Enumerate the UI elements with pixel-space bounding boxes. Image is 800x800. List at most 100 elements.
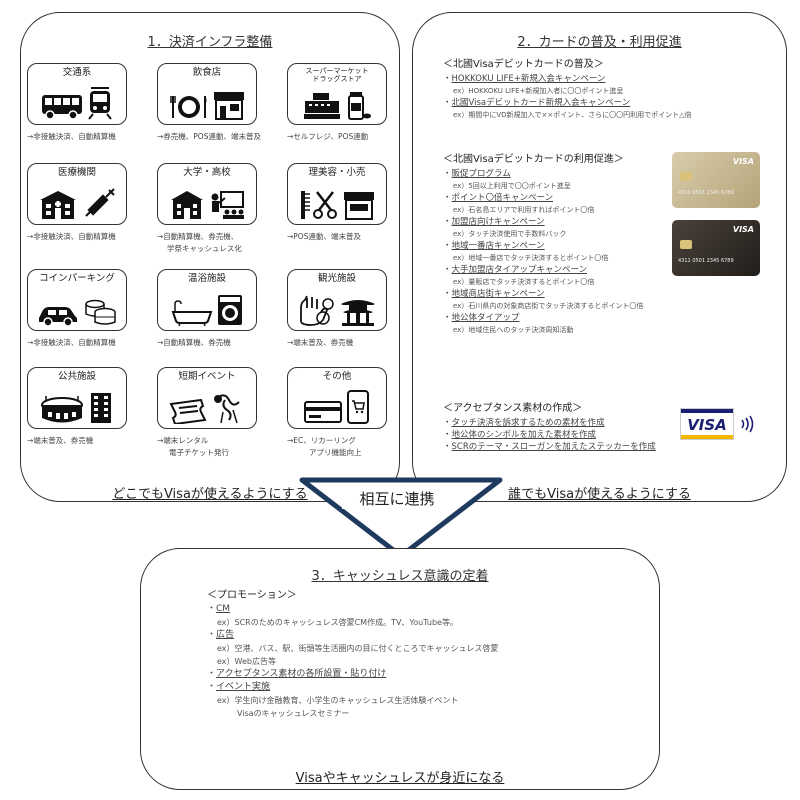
list-item: ・イベント実施 bbox=[207, 682, 271, 692]
list-item-example: ex）期間中にVD新規加入で××ポイント、さらに〇〇円利用でポイント△倍 bbox=[453, 111, 692, 119]
list-item: ・販促プログラム bbox=[443, 169, 511, 179]
section-heading: ＜アクセプタンス素材の作成＞ bbox=[443, 403, 583, 414]
cell-other: その他 →EC、リカーリング アプリ機能向上 bbox=[287, 367, 387, 459]
list-item: ・SCRのテーマ・スローガンを加えたステッカーを作成 bbox=[443, 442, 656, 452]
list-item: ・北國Visaデビットカード新規入会キャンペーン bbox=[443, 98, 631, 108]
cell-tourism: 観光施設 →端末普及、券売機 bbox=[287, 269, 387, 349]
cell-note: アプリ機能向上 bbox=[309, 448, 362, 457]
card-brand: VISA bbox=[732, 157, 754, 166]
list-item-example: ex）5回以上利用で〇〇ポイント進呈 bbox=[453, 182, 571, 190]
plate-cutlery-icon bbox=[170, 96, 207, 118]
card-number: 4311 0501 2345 6789 bbox=[678, 190, 734, 196]
list-item: ・地公体タイアップ bbox=[443, 313, 520, 323]
list-item: ・HOKKOKU LIFE+新規入会キャンペーン bbox=[443, 74, 606, 84]
visa-logo: VISA bbox=[680, 408, 734, 440]
hands-icon bbox=[300, 295, 334, 326]
list-item-example: ex）空港、バス、駅、街頭等生活圏内の目に付くところでキャッシュレス啓蒙 bbox=[217, 644, 499, 653]
cell-note: →自動精算機、券売機 bbox=[157, 338, 231, 347]
medicine-bottle-icon bbox=[348, 92, 371, 120]
comb-scissors-icon bbox=[301, 191, 337, 219]
dragon-dance-icon bbox=[214, 394, 240, 424]
cell-supermarket: スーパーマーケット ドラッグストア →セルフレジ、POS連動 bbox=[287, 63, 387, 143]
card-promotion-panel-footer: 誰でもVisaが使えるようにする bbox=[508, 487, 691, 502]
cell-label: 公共施設 bbox=[57, 371, 96, 382]
cell-note: →自動精算機、券売機、 bbox=[157, 232, 239, 241]
temple-icon bbox=[341, 300, 375, 326]
list-item: ・加盟店向けキャンペーン bbox=[443, 217, 545, 227]
cell-label: 交通系 bbox=[62, 67, 92, 78]
debit-card-spread-section: ＜北國Visaデビットカードの普及＞ ・HOKKOKU LIFE+新規入会キャン… bbox=[443, 55, 763, 121]
list-item: ・タッチ決済を訴求するための素材を作成 bbox=[443, 418, 605, 428]
list-item: ・大手加盟店タイアップキャンペーン bbox=[443, 265, 588, 275]
list-item-example: ex）石川県内の対象商店街でタッチ決済するとポイント〇倍 bbox=[453, 302, 644, 310]
bus-icon bbox=[42, 95, 82, 120]
list-item: ・地域一番店キャンペーン bbox=[443, 241, 545, 251]
credit-card-icon bbox=[304, 401, 342, 423]
debit-card-usage-section: ＜北國Visaデビットカードの利用促進＞ ・販促プログラム ex）5回以上利用で… bbox=[443, 150, 763, 336]
section-heading: ＜プロモーション＞ bbox=[207, 590, 297, 601]
cell-note: →セルフレジ、POS連動 bbox=[287, 132, 369, 141]
cell-label: 温浴施設 bbox=[187, 273, 226, 284]
coins-icon bbox=[85, 299, 116, 325]
cashless-awareness-panel-footer: Visaやキャッシュレスが身近になる bbox=[295, 771, 505, 786]
cell-note: →端末普及、券売機 bbox=[27, 436, 94, 445]
cell-school: 大学・高校 →自動精算機、券売機、 学祭キャッシュレス化 bbox=[157, 163, 257, 255]
cell-label: 飲食店 bbox=[192, 67, 222, 78]
cell-note: →券売機、POS連動、端末普及 bbox=[157, 132, 261, 141]
office-building-icon bbox=[91, 393, 111, 423]
infrastructure-panel-title: 1．決済インフラ整備 bbox=[147, 35, 273, 50]
cell-medical: 医療機関 →非接触決済、自動精算機 bbox=[27, 163, 127, 243]
contactless-icon bbox=[741, 415, 754, 433]
black-debit-card: VISA 4311 0501 2345 6789 bbox=[672, 220, 760, 276]
list-item-example: ex）HOKKOKU LIFE+新規加入者に〇〇ポイント進呈 bbox=[453, 87, 624, 95]
cell-coin-parking: コインパーキング →非接触決済、自動精算機 bbox=[27, 269, 127, 349]
list-item: ・ポイント〇倍キャンペーン bbox=[443, 193, 554, 203]
car-icon bbox=[39, 307, 77, 326]
cell-label: 観光施設 bbox=[317, 273, 356, 284]
cell-label: スーパーマーケット ドラッグストア bbox=[305, 67, 369, 83]
list-item: ・CM bbox=[207, 604, 231, 614]
ticket-icon bbox=[169, 398, 207, 424]
list-item: ・アクセプタンス素材の各所設置・貼り付け bbox=[207, 669, 387, 679]
train-icon bbox=[88, 87, 112, 120]
cell-note: →非接触決済、自動精算機 bbox=[27, 232, 116, 241]
bathtub-icon bbox=[171, 300, 213, 326]
cell-transport: 交通系 →非接触決済、自動精算機 bbox=[27, 63, 127, 143]
school-building-icon bbox=[171, 191, 203, 219]
hospital-icon bbox=[40, 191, 76, 219]
list-item-example: ex）地域住民へのタッチ決済周知活動 bbox=[453, 326, 574, 334]
list-item-example: ex）Web広告等 bbox=[217, 657, 276, 666]
cell-note: →非接触決済、自動精算機 bbox=[27, 132, 116, 141]
infrastructure-panel-footer: どこでもVisaが使えるようにする bbox=[112, 487, 308, 502]
cell-label: 大学・高校 bbox=[183, 167, 231, 178]
cell-short-event: 短期イベント →端末レンタル 電子チケット発行 bbox=[157, 367, 257, 459]
cell-note: →POS連動、端末普及 bbox=[287, 232, 361, 241]
cell-label: 理美容・小売 bbox=[308, 167, 366, 178]
section-heading: ＜北國Visaデビットカードの普及＞ bbox=[443, 59, 604, 70]
card-brand: VISA bbox=[732, 225, 754, 234]
shop-icon bbox=[344, 192, 374, 220]
cashless-awareness-panel-title: 3．キャッシュレス意識の定着 bbox=[311, 569, 489, 584]
list-item: ・広告 bbox=[207, 630, 235, 640]
list-item-example: ex）量販店でタッチ決済するとポイント〇倍 bbox=[453, 278, 595, 286]
list-item-example: ex）SCRのためのキャッシュレス啓蒙CM作成。TV、YouTube等。 bbox=[217, 618, 458, 627]
card-chip bbox=[680, 172, 692, 181]
washing-machine-icon bbox=[218, 295, 242, 325]
cell-label: その他 bbox=[322, 371, 352, 382]
cell-bathhouse: 温浴施設 →自動精算機、券売機 bbox=[157, 269, 257, 349]
list-item: ・地公体のシンボルを加えた素材を作成 bbox=[443, 430, 597, 440]
cell-label: 医療機関 bbox=[57, 167, 96, 178]
list-item: ・地域商店街キャンペーン bbox=[443, 289, 545, 299]
cell-restaurant: 飲食店 →券売機、POS連動、端末普及 bbox=[157, 63, 261, 143]
cell-note: →端末レンタル bbox=[157, 436, 209, 445]
cell-note: →EC、リカーリング bbox=[287, 436, 356, 445]
list-item-example: ex）石名島エリアで利用すればポイント〇倍 bbox=[453, 206, 595, 214]
cell-note: →端末普及、券売機 bbox=[287, 338, 354, 347]
cell-note: 電子チケット発行 bbox=[169, 448, 229, 457]
card-chip bbox=[680, 240, 692, 249]
cash-register-icon bbox=[304, 93, 340, 119]
syringe-icon bbox=[85, 188, 115, 217]
list-item-example: ex）学生向け金融教育、小学生のキャッシュレス生活体験イベント bbox=[217, 696, 459, 705]
card-promotion-panel-title: 2．カードの普及・利用促進 bbox=[517, 35, 682, 50]
card-number: 4311 0501 2345 6789 bbox=[678, 258, 734, 264]
